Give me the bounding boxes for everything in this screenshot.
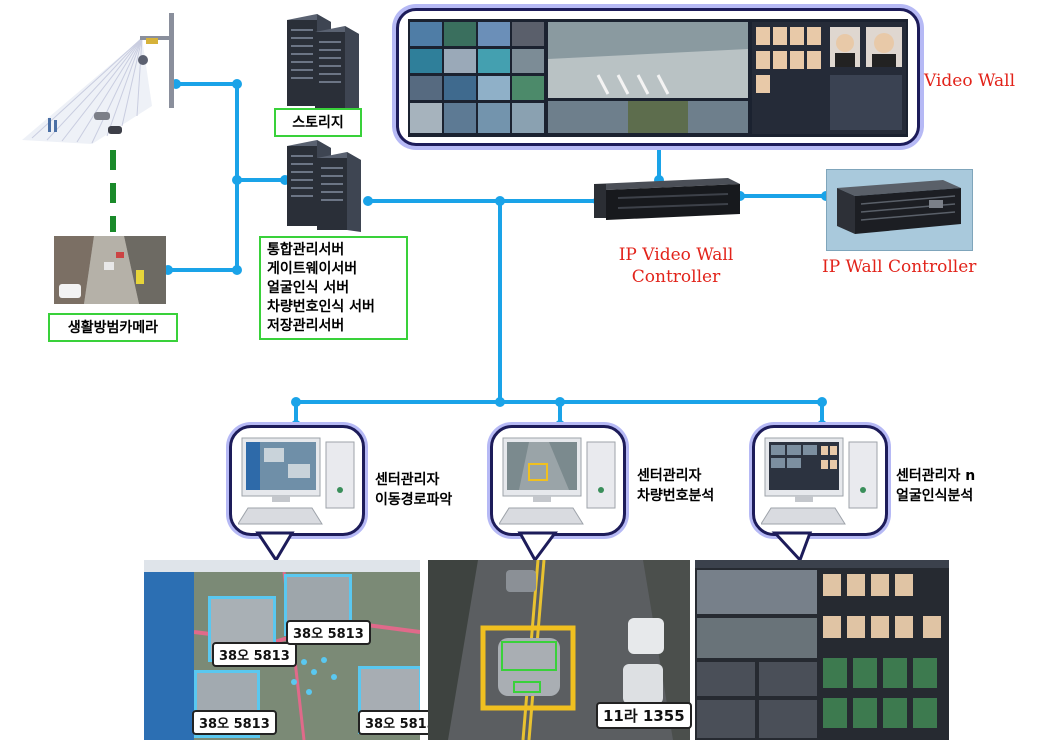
server-label-2: 게이트웨이서버 [267, 261, 358, 277]
storage-label: 스토리지 [274, 108, 362, 137]
operator-1-task: 이동경로파악 [375, 492, 453, 508]
workstation-icon [499, 437, 616, 525]
map-plate-1: 38오 5813 [212, 642, 297, 667]
server-label-3: 얼굴인식 서버 [267, 280, 350, 296]
bubble-tails [255, 531, 813, 563]
workstation-2-bubble [490, 425, 626, 536]
server-label-4: 차량번호인식 서버 [267, 299, 375, 315]
ip-video-wall-controller-line2: Controller [631, 267, 721, 287]
operator-3-task: 얼굴인식분석 [896, 488, 974, 504]
face-recognition-screen [695, 560, 949, 740]
operator-2-task: 차량번호분석 [637, 488, 715, 504]
map-plate-2: 38오 5813 [286, 620, 371, 645]
workstation-3-label: 센터관리자 n 얼굴인식분석 [896, 466, 975, 506]
vehicle-plate: 11라 1355 [596, 702, 692, 729]
workstation-2-label: 센터관리자 차량번호분석 [637, 466, 714, 506]
ip-video-wall-controller-label: IP Video Wall Controller [612, 244, 740, 288]
video-wall-label: Video Wall [924, 71, 1016, 91]
operator-1-role: 센터관리자 [375, 472, 440, 488]
cctv-label: 생활방범카메라 [48, 313, 178, 342]
video-wall-frame [396, 8, 920, 146]
server-rack-icon [287, 14, 359, 112]
map-plate-4: 38오 5813 [358, 710, 443, 735]
ip-wall-controller-label: IP Wall Controller [822, 257, 977, 277]
video-wall-icon [408, 19, 908, 137]
ip-wall-controller-panel [826, 169, 973, 251]
street-camera-icon [22, 13, 174, 144]
controller-icon [837, 180, 961, 234]
workstation-icon [238, 437, 355, 525]
operator-2-role: 센터관리자 [637, 468, 702, 484]
server-rack-icon [287, 140, 361, 232]
workstation-icon [761, 437, 878, 525]
operator-3-role: 센터관리자 n [896, 468, 976, 484]
map-sidebar [144, 572, 194, 740]
workstation-3-bubble [752, 425, 888, 536]
server-label-5: 저장관리서버 [267, 318, 345, 334]
workstation-1-bubble [229, 425, 365, 536]
ip-video-wall-controller-line1: IP Video Wall [618, 245, 734, 265]
map-titlebar [144, 560, 420, 572]
controller-icon [594, 178, 740, 220]
map-plate-3: 38오 5813 [192, 710, 277, 735]
workstation-1-label: 센터관리자 이동경로파악 [375, 470, 452, 510]
server-label-1: 통합관리서버 [267, 242, 345, 258]
server-list-box: 통합관리서버 게이트웨이서버 얼굴인식 서버 차량번호인식 서버 저장관리서버 [259, 236, 408, 340]
cctv-camera-photo [54, 236, 166, 304]
